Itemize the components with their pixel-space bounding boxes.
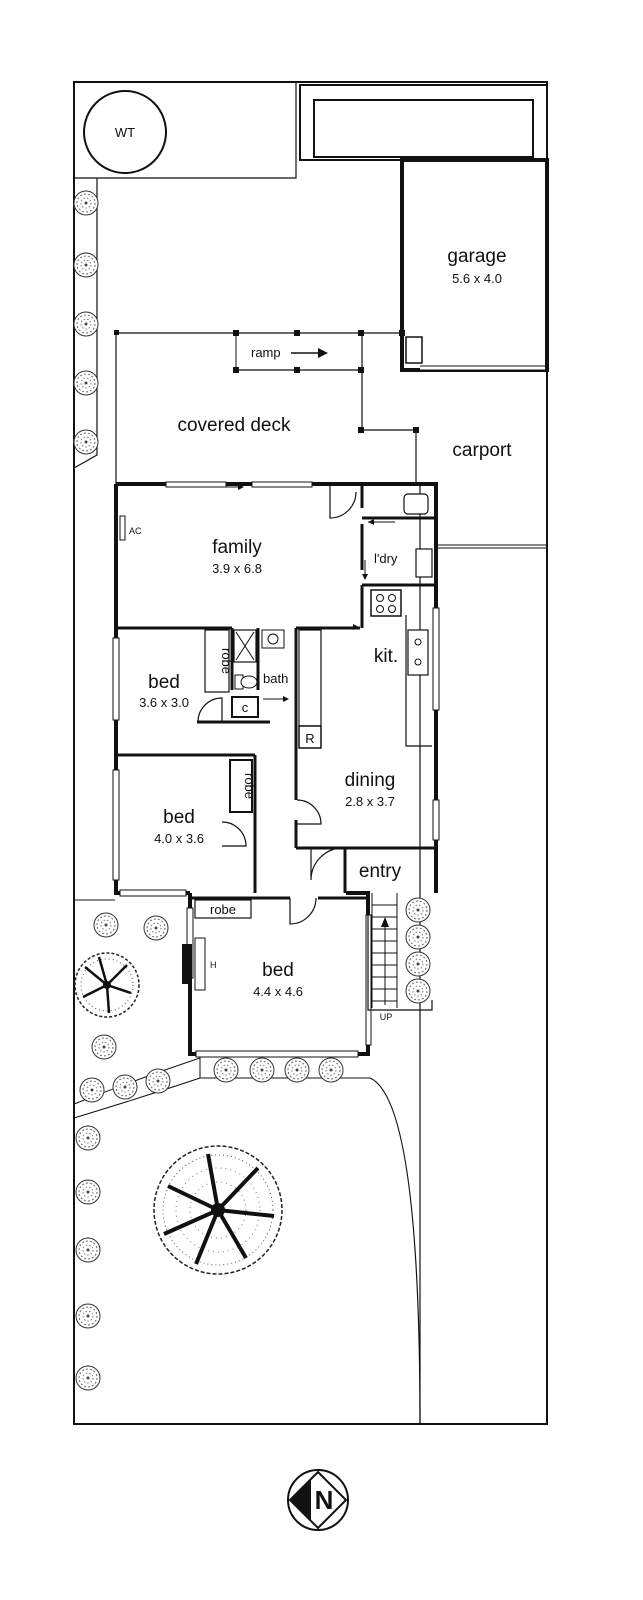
dining: dining 2.8 x 3.7 bbox=[345, 770, 396, 809]
robe-3-label: robe bbox=[210, 902, 236, 917]
rear-structure bbox=[299, 84, 548, 161]
laundry: l'dry bbox=[362, 493, 433, 580]
water-tank-area: WT bbox=[74, 82, 297, 179]
ramp-label: ramp bbox=[251, 345, 281, 360]
bed-1: robe bed 3.6 x 3.0 bbox=[139, 629, 234, 710]
bed-2-label: bed bbox=[163, 807, 195, 828]
garage-label: garage bbox=[447, 246, 506, 267]
family-dims: 3.9 x 6.8 bbox=[212, 561, 262, 576]
bed-2: robe bed 4.0 x 3.6 bbox=[154, 759, 257, 846]
water-tank-label: WT bbox=[115, 125, 135, 140]
bed-1-dims: 3.6 x 3.0 bbox=[139, 695, 189, 710]
bed-3-label: bed bbox=[262, 960, 294, 981]
robe-2-label: robe bbox=[242, 773, 257, 799]
sliding-door-arrow bbox=[225, 484, 244, 490]
front-garden bbox=[73, 899, 421, 1425]
stairs-up-label: UP bbox=[380, 1012, 393, 1022]
laundry-label: l'dry bbox=[374, 551, 398, 566]
covered-deck-label: covered deck bbox=[177, 415, 291, 436]
dining-label: dining bbox=[345, 770, 396, 791]
family-label: family bbox=[212, 537, 262, 558]
bed-3-dims: 4.4 x 4.6 bbox=[253, 984, 303, 999]
left-shrubs bbox=[73, 190, 99, 455]
small-tree bbox=[74, 952, 140, 1018]
water-tank bbox=[83, 90, 167, 174]
property-boundary bbox=[73, 81, 548, 1425]
kitchen: kit. R bbox=[298, 589, 432, 749]
compass: N bbox=[287, 1469, 349, 1531]
carport-label: carport bbox=[452, 440, 512, 461]
family-room: AC family 3.9 x 6.8 bbox=[119, 484, 262, 576]
ramp-arrow bbox=[291, 348, 328, 358]
kitchen-label: kit. bbox=[374, 646, 398, 667]
bed-2-dims: 4.0 x 3.6 bbox=[154, 831, 204, 846]
stairs bbox=[371, 893, 398, 1008]
entry-label: entry bbox=[359, 861, 402, 882]
dining-dims: 2.8 x 3.7 bbox=[345, 794, 395, 809]
cupboard-label: c bbox=[242, 700, 249, 715]
door-swings bbox=[197, 484, 357, 925]
garage: garage 5.6 x 4.0 bbox=[400, 158, 549, 372]
garage-dims: 5.6 x 4.0 bbox=[452, 271, 502, 286]
heater-label: H bbox=[210, 960, 217, 970]
bed-1-label: bed bbox=[148, 672, 180, 693]
carport: carport bbox=[419, 440, 547, 1424]
covered-deck: ramp covered deck bbox=[114, 330, 419, 484]
robe-1-label: robe bbox=[219, 648, 234, 674]
compass-north-label: N bbox=[315, 1485, 334, 1515]
rear-structure-inner bbox=[313, 99, 534, 158]
fridge-label: R bbox=[305, 731, 314, 746]
bathroom: bath c bbox=[231, 629, 289, 718]
bath-label: bath bbox=[263, 671, 288, 686]
large-tree bbox=[153, 1145, 283, 1275]
ac-label: AC bbox=[129, 526, 142, 536]
interior-walls bbox=[118, 484, 436, 900]
bed-3: robe H bed 4.4 x 4.6 bbox=[182, 899, 303, 999]
entry: entry UP bbox=[359, 861, 433, 1022]
